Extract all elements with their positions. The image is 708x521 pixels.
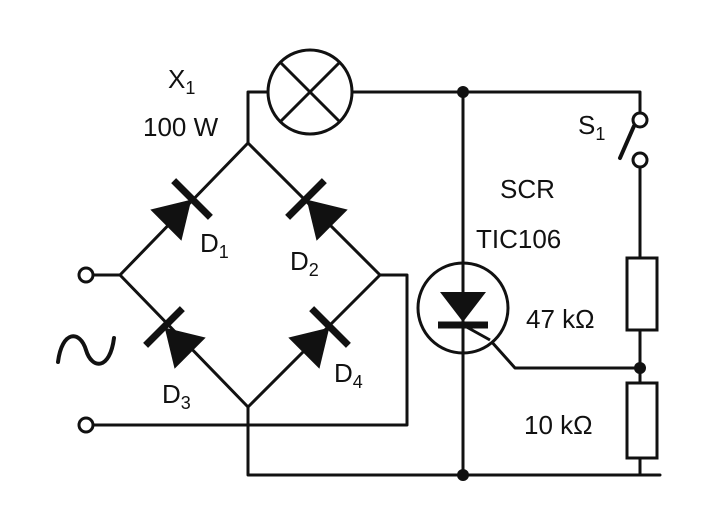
diode-d3-label: D3	[162, 379, 191, 413]
diode-d4-symbol	[288, 306, 351, 369]
wire-bottom-rail	[246, 405, 662, 477]
diode-d4-label: D4	[334, 358, 363, 392]
junction-dot	[457, 469, 469, 481]
scr-symbol	[416, 261, 510, 355]
lamp-symbol	[266, 48, 354, 136]
resistor-47k-symbol	[625, 256, 659, 332]
junction-dot	[457, 86, 469, 98]
resistor-10k-label: 10 kΩ	[524, 410, 593, 440]
lamp-power-label: 100 W	[143, 112, 219, 142]
ac-terminal-bottom	[77, 416, 95, 434]
wire-lamp-to-switch	[350, 90, 642, 114]
ac-terminal-top	[77, 266, 95, 284]
diode-d1-label: D1	[200, 228, 229, 262]
switch-symbol	[618, 111, 649, 169]
scr-part-label: TIC106	[476, 224, 561, 254]
lamp-ref-label: X1	[168, 64, 195, 98]
diode-d1-symbol	[150, 178, 213, 241]
scr-type-label: SCR	[500, 174, 555, 204]
diode-d2-symbol	[285, 178, 348, 241]
wire-lamp-to-bridge	[246, 90, 270, 145]
junction-dot	[634, 362, 646, 374]
resistor-47k-label: 47 kΩ	[526, 304, 595, 334]
ac-sine-symbol	[56, 334, 116, 366]
wire-ac-bottom	[90, 273, 409, 427]
switch-label: S1	[578, 110, 605, 144]
wire-gate	[488, 338, 642, 370]
diode-d2-label: D2	[290, 246, 319, 280]
diode-d3-symbol	[143, 306, 206, 369]
resistor-10k-symbol	[625, 381, 659, 460]
